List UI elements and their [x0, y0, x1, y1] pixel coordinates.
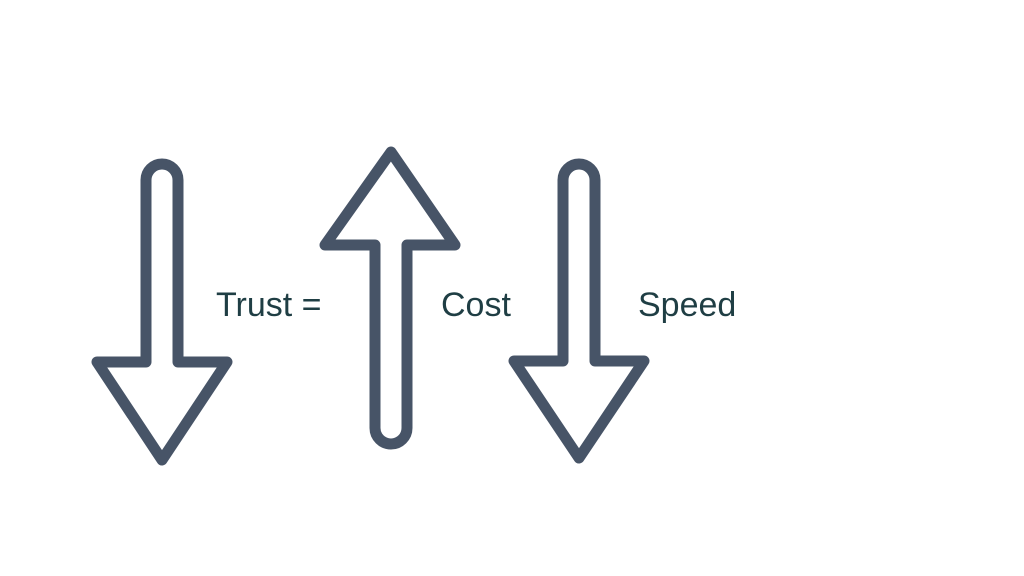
cost-label: Cost [441, 286, 511, 324]
speed-arrow-shape [508, 158, 650, 464]
speed-label: Speed [638, 286, 737, 324]
cost-arrow-shape [319, 146, 461, 450]
trust-arrow-shape [91, 158, 233, 466]
trust-label: Trust = [216, 286, 322, 324]
